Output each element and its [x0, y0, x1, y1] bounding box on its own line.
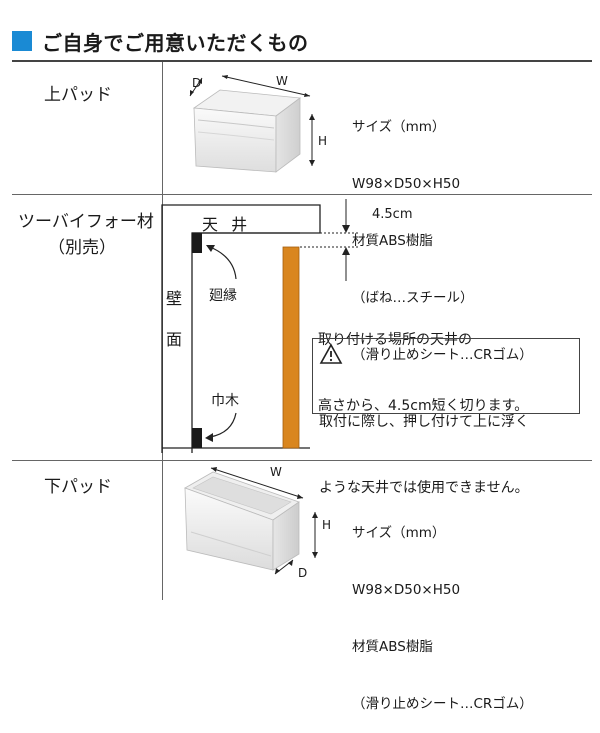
cut-instruction-line: 取り付ける場所の天井の [318, 332, 472, 348]
spec-line: サイズ（mm） [352, 525, 446, 541]
row-divider-1 [12, 194, 592, 195]
spec-line: （ばね…スチール） [352, 290, 474, 306]
lower-dim-d: D [298, 566, 308, 580]
lower-dim-h: H [322, 518, 332, 532]
warning-box: 取付に際し、押し付けて上に浮く ような天井では使用できません。 [312, 338, 580, 496]
upper-dim-w: W [276, 74, 288, 88]
row-divider-2 [12, 460, 592, 461]
upper-dim-h: H [318, 134, 328, 148]
warning-text: 取付に際し、押し付けて上に浮く ような天井では使用できません。 [319, 367, 529, 543]
upper-pad-illustration [189, 75, 315, 173]
wall-label-2: 面 [166, 330, 183, 349]
cut-instruction-line: 高さから、4.5cm短く切ります。 [318, 398, 529, 414]
spec-line: （滑り止めシート…CRゴム） [352, 347, 533, 363]
spec-line: サイズ（mm） [352, 119, 446, 135]
spec-line: W98×D50×H50 [352, 582, 461, 598]
installation-diagram [161, 199, 360, 453]
warning-text-line: ような天井では使用できません。 [319, 480, 529, 496]
molding-label: 廻縁 [209, 288, 237, 304]
lumber-label: ツーバイフォー材 [18, 212, 154, 232]
upper-pad-label: 上パッド [44, 85, 112, 105]
lower-dim-w: W [270, 465, 282, 479]
header-divider [12, 60, 592, 62]
spec-line: （滑り止めシート…CRゴム） [352, 696, 533, 712]
lower-pad-spec: サイズ（mm） W98×D50×H50 材質ABS樹脂 （滑り止めシート…CRゴ… [352, 486, 533, 733]
spec-line: W98×D50×H50 [352, 176, 461, 192]
baseboard-label: 巾木 [211, 393, 239, 409]
spec-line: 材質ABS樹脂 [352, 233, 433, 249]
lower-pad-label: 下パッド [44, 477, 112, 497]
gap-label: 4.5cm [372, 207, 413, 222]
upper-dim-d: D [192, 76, 202, 90]
upper-pad-spec: サイズ（mm） W98×D50×H50 材質ABS樹脂 （ばね…スチール） （滑… [352, 80, 533, 384]
spec-line: 材質ABS樹脂 [352, 639, 433, 655]
lower-pad-illustration [184, 467, 318, 575]
header-accent-square [12, 31, 32, 51]
cut-instruction: 取り付ける場所の天井の 高さから、4.5cm短く切ります。 [318, 285, 528, 439]
warning-text-line: 取付に際し、押し付けて上に浮く [319, 414, 529, 430]
warning-triangle-icon [319, 343, 343, 364]
lumber-sold-separately: （別売） [48, 238, 116, 258]
wall-label-1: 壁 [166, 289, 183, 308]
ceiling-label: 天 井 [202, 215, 252, 234]
page-title: ご自身でご用意いただくもの [42, 31, 309, 55]
